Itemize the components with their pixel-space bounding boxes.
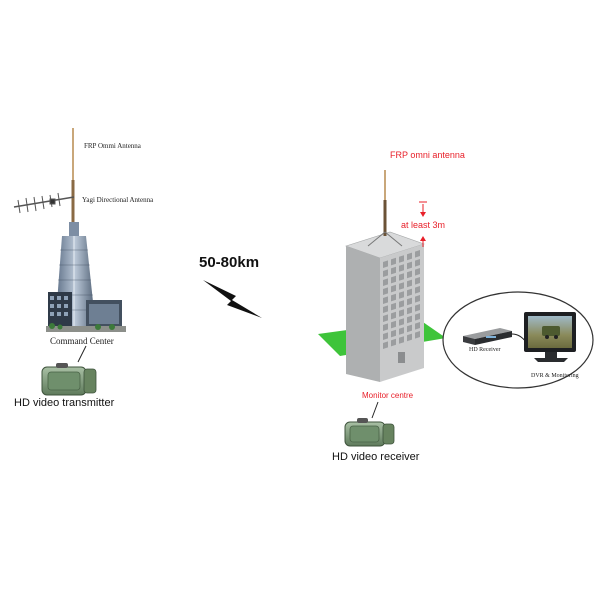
building-window xyxy=(415,304,420,312)
height-marker xyxy=(419,201,427,247)
building-window xyxy=(391,266,396,275)
building-window xyxy=(391,275,396,284)
building-window xyxy=(407,252,412,261)
transmitter-case-icon xyxy=(41,363,97,396)
building-window xyxy=(407,279,412,288)
lightning-bolt-icon xyxy=(203,280,262,318)
command-center-label: Command Center xyxy=(50,336,114,346)
receiver-case-icon xyxy=(344,418,395,447)
building-window xyxy=(415,268,420,276)
building-window xyxy=(383,314,388,322)
building-window xyxy=(415,286,420,294)
building-window xyxy=(399,291,404,299)
building-window xyxy=(399,300,404,308)
dvr-monitoring-label: DVR & Monitoring xyxy=(531,373,579,379)
building-window xyxy=(383,260,388,268)
hd-receiver-label: HD Receiver xyxy=(469,347,501,353)
height-note: at least 3m xyxy=(401,220,446,230)
building-window xyxy=(391,302,396,311)
building-window xyxy=(383,341,388,349)
building-window xyxy=(399,309,404,317)
building-window xyxy=(415,331,420,339)
building-window xyxy=(383,305,388,313)
building-window xyxy=(415,313,420,321)
building-window xyxy=(391,257,396,266)
building-window xyxy=(407,306,412,315)
receiver-rack-icon xyxy=(463,328,512,345)
yagi-antenna-label: Yagi Directional Antenna xyxy=(82,196,154,204)
monitor-icon xyxy=(524,312,576,362)
building-window xyxy=(399,255,404,263)
building-window xyxy=(383,269,388,277)
yagi-antenna-icon xyxy=(13,192,75,214)
distance-label: 50-80km xyxy=(199,254,260,271)
building-window xyxy=(399,327,404,335)
building-window xyxy=(399,282,404,290)
building-window xyxy=(415,277,420,285)
building-window xyxy=(383,332,388,340)
monitor-centre-label: Monitor centre xyxy=(362,391,414,400)
building-window xyxy=(399,336,404,344)
receiver-pointer xyxy=(371,401,379,419)
building-window xyxy=(407,333,412,342)
building-window xyxy=(399,273,404,281)
building-window xyxy=(391,284,396,293)
frp-antenna-label-left: FRP Ommi Antenna xyxy=(84,142,141,150)
building-window xyxy=(407,324,412,333)
building-window xyxy=(391,311,396,320)
building-window xyxy=(415,295,420,303)
building-window xyxy=(415,259,420,267)
building-window xyxy=(399,318,404,326)
omni-antenna-icon-right xyxy=(367,170,403,247)
receiver-label: HD video receiver xyxy=(332,451,420,463)
building-window xyxy=(383,287,388,295)
building-window xyxy=(407,297,412,306)
building-window xyxy=(391,320,396,329)
building-window xyxy=(407,315,412,324)
building-window xyxy=(391,329,396,338)
frp-antenna-label-right: FRP omni antenna xyxy=(390,150,465,160)
transmitter-label: HD video transmitter xyxy=(14,397,115,409)
building-window xyxy=(383,323,388,331)
building-window xyxy=(415,250,420,258)
building-window xyxy=(391,338,396,347)
transmitter-pointer xyxy=(77,345,87,363)
office-building-icon xyxy=(345,231,425,382)
skyscraper-icon xyxy=(46,222,126,332)
building-window xyxy=(407,261,412,270)
building-window xyxy=(407,288,412,297)
building-window xyxy=(383,296,388,304)
building-window xyxy=(415,322,420,330)
monitor-inset xyxy=(442,291,594,389)
building-window xyxy=(383,278,388,286)
building-window xyxy=(407,270,412,279)
building-window xyxy=(391,293,396,302)
building-window xyxy=(399,264,404,272)
